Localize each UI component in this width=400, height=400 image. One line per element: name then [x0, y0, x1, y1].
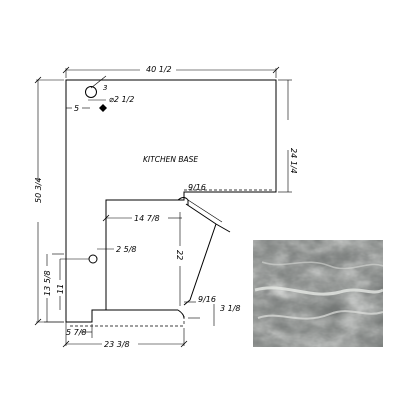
dim-overall-width: 40 1/2 [146, 65, 172, 74]
diamond-marker-icon [99, 104, 107, 112]
dim-corner-radius-bottom: 9/16 [198, 295, 216, 304]
dim-left-height-outer: 13 5/8 [43, 270, 52, 296]
dim-right-depth: 24 1/4 [289, 148, 298, 174]
dim-corner-radius-top: 9/16 [188, 183, 206, 192]
countertop-outline [65, 79, 277, 327]
dim-hole-offset: 5 [74, 104, 79, 113]
dim-bottom-step: 3 1/8 [220, 304, 241, 313]
angled-cabinet-edge [183, 199, 231, 306]
countertop-label: KITCHEN BASE [143, 155, 198, 164]
marble-sample [253, 240, 383, 347]
dim-inner-height: 22 [175, 250, 184, 260]
dim-overall-height: 50 3/4 [34, 177, 43, 203]
dim-left-height-inner: 11 [56, 284, 65, 294]
dim-hole-offset-top: 3 [103, 84, 107, 92]
dimension-lines [34, 66, 292, 348]
dim-small-hole: 2 5/8 [116, 245, 137, 254]
dim-bottom-left-offset: 5 7/8 [66, 328, 87, 337]
dim-inner-width: 14 7/8 [134, 214, 160, 223]
faucet-hole [85, 75, 107, 101]
small-hole [88, 254, 98, 264]
dim-bottom-width: 23 3/8 [104, 340, 130, 349]
dim-hole-diameter: ⌀2 1/2 [109, 95, 134, 104]
